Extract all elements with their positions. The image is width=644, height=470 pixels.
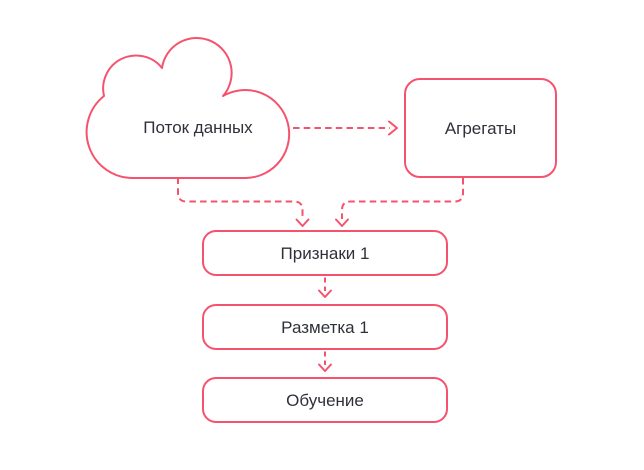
arrow-features-to-markup <box>318 277 332 298</box>
data-stream-cloud-shape <box>85 37 291 180</box>
arrow-cloud-to-features-line <box>177 177 304 219</box>
arrow-cloud-to-features <box>177 177 310 227</box>
node-aggregates-label: Агрегаты <box>444 118 517 138</box>
arrow-cloud-to-aggregates-arrowhead <box>388 120 398 136</box>
arrow-aggregates-to-features <box>335 178 464 227</box>
arrow-features-to-markup-arrowhead <box>318 289 332 298</box>
arrow-aggregates-to-features-arrowhead <box>335 218 349 227</box>
arrow-cloud-to-features-arrowhead <box>295 218 310 227</box>
node-aggregates: Агрегаты <box>404 78 557 178</box>
node-markup: Разметка 1 <box>202 304 448 350</box>
node-data-stream-label: Поток данных <box>143 118 253 137</box>
arrow-markup-to-training-arrowhead <box>318 363 332 372</box>
arrow-markup-to-training <box>318 351 332 372</box>
node-training-label: Обучение <box>286 390 364 410</box>
node-features-label: Признаки 1 <box>280 243 370 263</box>
node-training: Обучение <box>202 377 448 423</box>
arrow-cloud-to-aggregates <box>293 120 398 136</box>
node-features: Признаки 1 <box>202 230 448 276</box>
node-markup-label: Разметка 1 <box>281 317 369 337</box>
arrow-aggregates-to-features-line <box>341 178 464 219</box>
